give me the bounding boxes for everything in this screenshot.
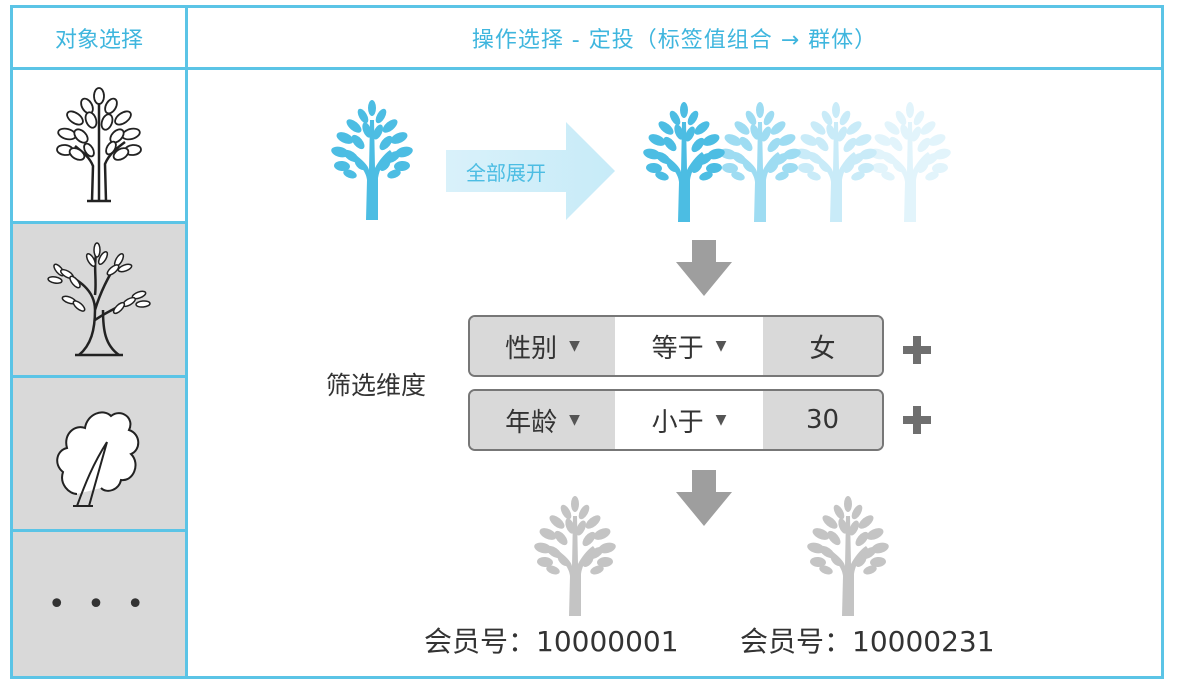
member-id: 10000001: [536, 625, 679, 658]
object-divider: [13, 221, 185, 224]
bushy-tree-icon: [56, 411, 140, 507]
caret-down-icon: ▼: [715, 412, 727, 428]
object-option-leafy-tree[interactable]: [13, 70, 185, 221]
dimension-value: 年龄: [505, 407, 558, 438]
object-select-header: 对象选择: [54, 27, 143, 53]
header-divider: [13, 67, 1161, 70]
filter-value: 30: [805, 405, 840, 435]
member-result: 会员号：10000231: [740, 620, 995, 660]
dimension-select[interactable]: 性别 ▼: [470, 317, 615, 375]
value-field[interactable]: 女: [763, 317, 882, 375]
caret-down-icon: ▼: [569, 338, 580, 354]
filter-row: 年龄 ▼ 小于 ▼ 30: [468, 389, 884, 451]
member-id: 10000231: [852, 625, 995, 658]
filter-row: 性别 ▼ 等于 ▼ 女: [468, 315, 884, 377]
expand-all-label: 全部展开: [466, 160, 546, 185]
caret-down-icon: ▼: [569, 412, 580, 428]
value-field[interactable]: 30: [763, 391, 882, 449]
dimension-value: 性别: [505, 333, 558, 364]
filter-value: 女: [809, 333, 836, 364]
filter-dimensions-label: 筛选维度: [326, 371, 427, 400]
member-tree-icon: [533, 496, 617, 616]
expanded-tree-1-icon: [642, 102, 726, 222]
object-divider: [13, 529, 185, 532]
object-option-more[interactable]: • • •: [13, 532, 185, 676]
member-label: 会员号：: [740, 625, 853, 658]
branching-tree-icon: [47, 241, 151, 356]
expanded-tree-4-icon: [868, 102, 952, 222]
expand-arrow-icon: [446, 122, 615, 220]
caret-down-icon: ▼: [715, 338, 727, 354]
down-arrow-icon: [676, 240, 732, 296]
add-condition-plus-icon[interactable]: [903, 406, 931, 434]
diagram-frame: 对象选择 操作选择 - 定投（标签值组合 → 群体）: [10, 5, 1164, 679]
member-tree-icon: [806, 496, 890, 616]
down-arrow-icon: [676, 470, 732, 526]
leafy-tree-icon: [56, 86, 142, 202]
expanded-tree-3-icon: [794, 102, 878, 222]
more-ellipsis: • • •: [47, 586, 151, 622]
operator-value: 小于: [651, 407, 704, 438]
object-option-bushy-tree[interactable]: [13, 378, 185, 529]
source-tree-icon: [330, 100, 414, 220]
member-result: 会员号：10000001: [424, 620, 679, 660]
object-divider: [13, 375, 185, 378]
operation-select-header: 操作选择 - 定投（标签值组合 → 群体）: [471, 27, 878, 53]
expanded-tree-2-icon: [718, 102, 802, 222]
operator-value: 等于: [651, 333, 704, 364]
operator-select[interactable]: 等于 ▼: [615, 317, 763, 375]
add-condition-plus-icon[interactable]: [903, 336, 931, 364]
object-option-branching-tree[interactable]: [13, 224, 185, 375]
dimension-select[interactable]: 年龄 ▼: [470, 391, 615, 449]
column-divider: [185, 8, 188, 676]
member-label: 会员号：: [424, 625, 537, 658]
operator-select[interactable]: 小于 ▼: [615, 391, 763, 449]
